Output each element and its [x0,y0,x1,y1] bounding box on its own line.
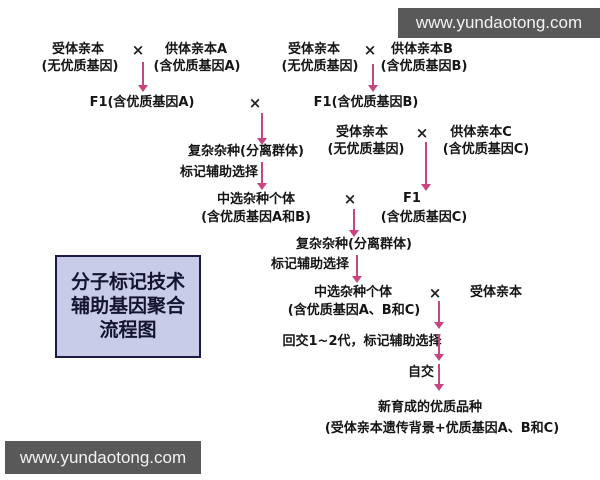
recipient-parent-a-sub: (无优质基因) [41,59,119,74]
recipient-parent-b-sub: (无优质基因) [281,59,359,74]
flow-arrow-mas1-to-selected1 [261,162,263,184]
cross-symbol-1: × [131,41,145,59]
f1-gene-a-label: F1(含优质基因A) [89,95,195,110]
backcross-step-label: 回交1~2代，标记辅助选择 [282,334,442,349]
flow-arrow-cross6-to-backcross [438,301,440,323]
flow-arrow-cross4-to-f1c [425,142,427,185]
donor-parent-a-sub: (含优质基因A) [153,59,241,74]
recipient-parent-a-label: 受体亲本 [51,42,105,57]
flow-arrow-cross1-to-f1a [142,62,144,86]
f1-gene-b-label: F1(含优质基因B) [313,95,419,110]
flow-arrow-cross5-to-complex2 [353,209,355,231]
selected-hybrid-1-label: 中选杂种个体 [216,192,296,207]
complex-hybrid-2-label: 复杂杂种(分离群体) [296,237,412,252]
selected-hybrid-1-sub: (含优质基因A和B) [201,210,311,225]
complex-hybrid-1-label: 复杂杂种(分离群体) [188,144,304,159]
title-line-1: 分子标记技术 [70,271,185,293]
title-line-2: 辅助基因聚合 [70,295,185,317]
flowchart-title-box: 分子标记技术 辅助基因聚合 流程图 [55,255,201,358]
flow-arrow-mas2-to-selected2 [356,255,358,277]
cross-symbol-3: × [248,94,262,112]
watermark-top: www.yundaotong.com [398,8,600,38]
flow-arrow-selfing-to-final [438,364,440,385]
selected-hybrid-2-label: 中选杂种个体 [313,285,393,300]
f1-gene-c-sub: (含优质基因C) [380,210,468,225]
marker-assisted-selection-1-label: 标记辅助选择 [179,165,259,180]
recipient-parent-c-label: 受体亲本 [335,125,389,140]
selfing-step-label: 自交 [407,365,435,380]
recipient-parent-b-label: 受体亲本 [287,42,341,57]
recipient-parent-c-sub: (无优质基因) [327,142,405,157]
donor-parent-b-label: 供体亲本B [391,42,453,57]
marker-assisted-selection-2-label: 标记辅助选择 [270,257,350,272]
donor-parent-c-label: 供体亲本C [450,125,512,140]
cross-symbol-5: × [343,190,357,208]
final-variety-label: 新育成的优质品种 [377,400,483,415]
donor-parent-c-sub: (含优质基因C) [442,142,530,157]
recipient-parent-final-label: 受体亲本 [469,285,523,300]
cross-symbol-6: × [428,284,442,302]
flow-arrow-cross2-to-f1b [372,64,374,86]
cross-symbol-2: × [363,41,377,59]
donor-parent-b-sub: (含优质基因B) [380,59,468,74]
flow-arrow-backcross-to-selfing [438,334,440,355]
cross-symbol-4: × [415,124,429,142]
flow-arrow-cross3-to-complex1 [261,113,263,139]
f1-gene-c-label: F1 [403,191,421,206]
donor-parent-a-label: 供体亲本A [164,42,228,57]
final-variety-sub: (受体亲本遗传背景+优质基因A、B和C) [324,421,560,436]
selected-hybrid-2-sub: (含优质基因A、B和C) [287,303,421,318]
title-line-3: 流程图 [99,319,157,341]
watermark-bottom: www.yundaotong.com [5,441,201,474]
